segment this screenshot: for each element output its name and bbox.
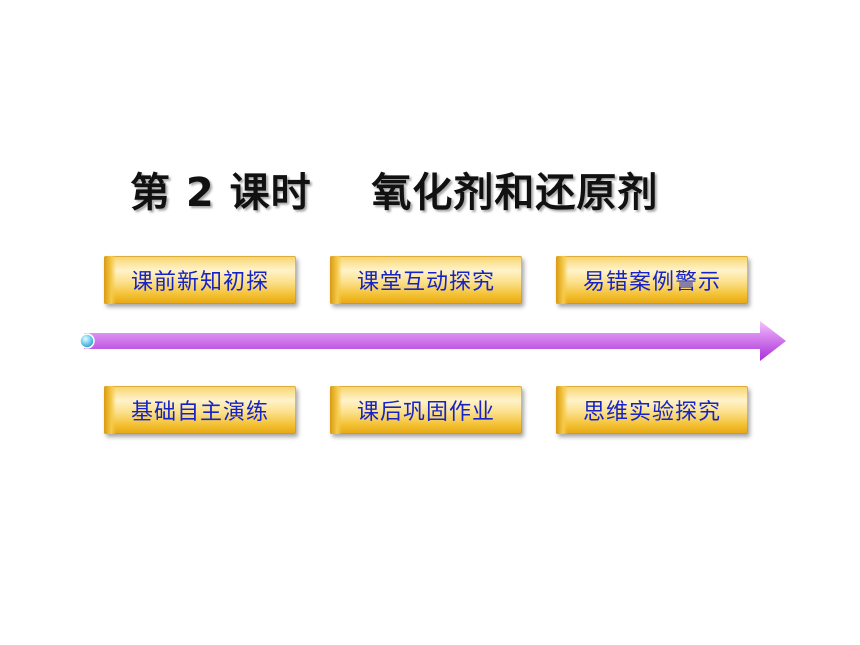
- arrow-body: [84, 321, 786, 361]
- nav-button-homework[interactable]: 课后巩固作业: [330, 386, 522, 434]
- button-edge-decoration: [330, 256, 342, 304]
- button-edge-decoration: [330, 386, 342, 434]
- button-edge-decoration: [104, 256, 116, 304]
- timeline-arrow: [79, 321, 786, 361]
- nav-button-label: 易错案例警示: [582, 270, 721, 295]
- nav-button-label: 课后巩固作业: [356, 400, 495, 425]
- nav-button-classroom-inquiry[interactable]: 课堂互动探究: [330, 256, 522, 304]
- button-edge-decoration: [556, 386, 568, 434]
- nav-button-experiment-inquiry[interactable]: 思维实验探究: [556, 386, 748, 434]
- nav-button-label: 课前新知初探: [130, 270, 269, 295]
- lesson-title: 第 2 课时 氧化剂和还原剂: [130, 170, 659, 216]
- button-edge-decoration: [104, 386, 116, 434]
- nav-button-error-cases[interactable]: 易错案例警示: [556, 256, 748, 304]
- nav-button-preview[interactable]: 课前新知初探: [104, 256, 296, 304]
- arrow-start-knob: [79, 333, 95, 349]
- nav-button-self-practice[interactable]: 基础自主演练: [104, 386, 296, 434]
- nav-button-label: 基础自主演练: [130, 400, 269, 425]
- button-edge-decoration: [556, 256, 568, 304]
- nav-button-label: 课堂互动探究: [356, 270, 495, 295]
- nav-button-label: 思维实验探究: [582, 400, 721, 425]
